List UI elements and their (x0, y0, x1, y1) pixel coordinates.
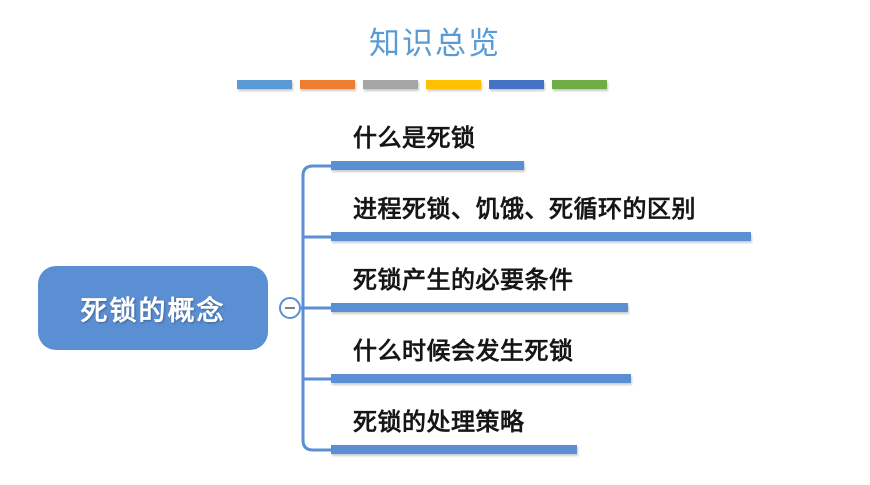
branch-underline-2 (331, 232, 751, 241)
root-node-label: 死锁的概念 (80, 295, 226, 326)
decor-bar-orange (300, 80, 355, 89)
connector-branch-1 (301, 164, 331, 177)
collapse-toggle-button[interactable] (279, 297, 301, 319)
branch-underline-1 (331, 161, 524, 170)
decor-bar-green (552, 80, 607, 89)
decor-bar-light-blue (237, 80, 292, 89)
branch-underline-5 (331, 445, 577, 454)
branch-label-1: 什么是死锁 (353, 125, 476, 152)
page-title: 知识总览 (369, 26, 501, 61)
branch-label-5: 死锁的处理策略 (353, 409, 525, 436)
branch-label-4: 什么时候会发生死锁 (353, 338, 574, 365)
branch-underline-4 (331, 374, 631, 383)
decorative-color-bars (237, 80, 607, 91)
branch-label-2: 进程死锁、饥饿、死循环的区别 (353, 196, 696, 223)
decor-bar-blue (489, 80, 544, 89)
decor-bar-yellow (426, 80, 481, 89)
branch-underline-3 (331, 303, 628, 312)
decor-bar-gray (363, 80, 418, 89)
branch-label-3: 死锁产生的必要条件 (353, 267, 574, 294)
root-node[interactable]: 死锁的概念 (38, 266, 268, 350)
connector-branch-5 (301, 439, 331, 452)
minus-icon (285, 307, 295, 309)
